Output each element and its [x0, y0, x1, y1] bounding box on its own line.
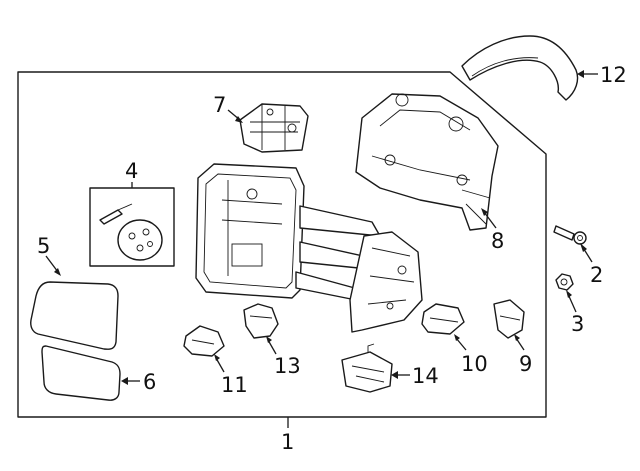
- part-14-connector: [341, 343, 393, 393]
- callout-14: 14: [412, 364, 439, 388]
- callout-12: 12: [600, 63, 627, 87]
- assembly-outline-box: [17, 71, 547, 418]
- callout-1: 1: [281, 430, 294, 454]
- part-11-clip: [183, 325, 225, 357]
- part-6-spotter-glass: [41, 345, 121, 401]
- callout-8: 8: [491, 229, 504, 253]
- callout-4: 4: [125, 159, 138, 183]
- part-8-housing: [355, 93, 499, 231]
- callout-5: 5: [37, 234, 50, 258]
- part-7-bracket: [239, 103, 309, 153]
- callout-leaders: [45, 70, 598, 428]
- callout-2: 2: [590, 263, 603, 287]
- part-12-mirror-cap: [461, 35, 579, 101]
- part-5-mirror-glass: [30, 281, 119, 350]
- mirror-head-assembly: [195, 163, 423, 333]
- callout-11: 11: [221, 373, 248, 397]
- callout-6: 6: [143, 370, 156, 394]
- part-13-lamp: [243, 303, 279, 339]
- part-4-inset: [89, 187, 175, 267]
- callout-10: 10: [461, 352, 488, 376]
- callout-9: 9: [519, 352, 532, 376]
- callout-3: 3: [571, 312, 584, 336]
- part-10-puddle-lamp: [421, 303, 465, 335]
- callout-13: 13: [274, 354, 301, 378]
- part-9-turn-signal: [493, 299, 525, 339]
- callout-7: 7: [213, 93, 226, 117]
- part-2-bolt: [553, 225, 587, 245]
- part-3-nut: [555, 273, 574, 291]
